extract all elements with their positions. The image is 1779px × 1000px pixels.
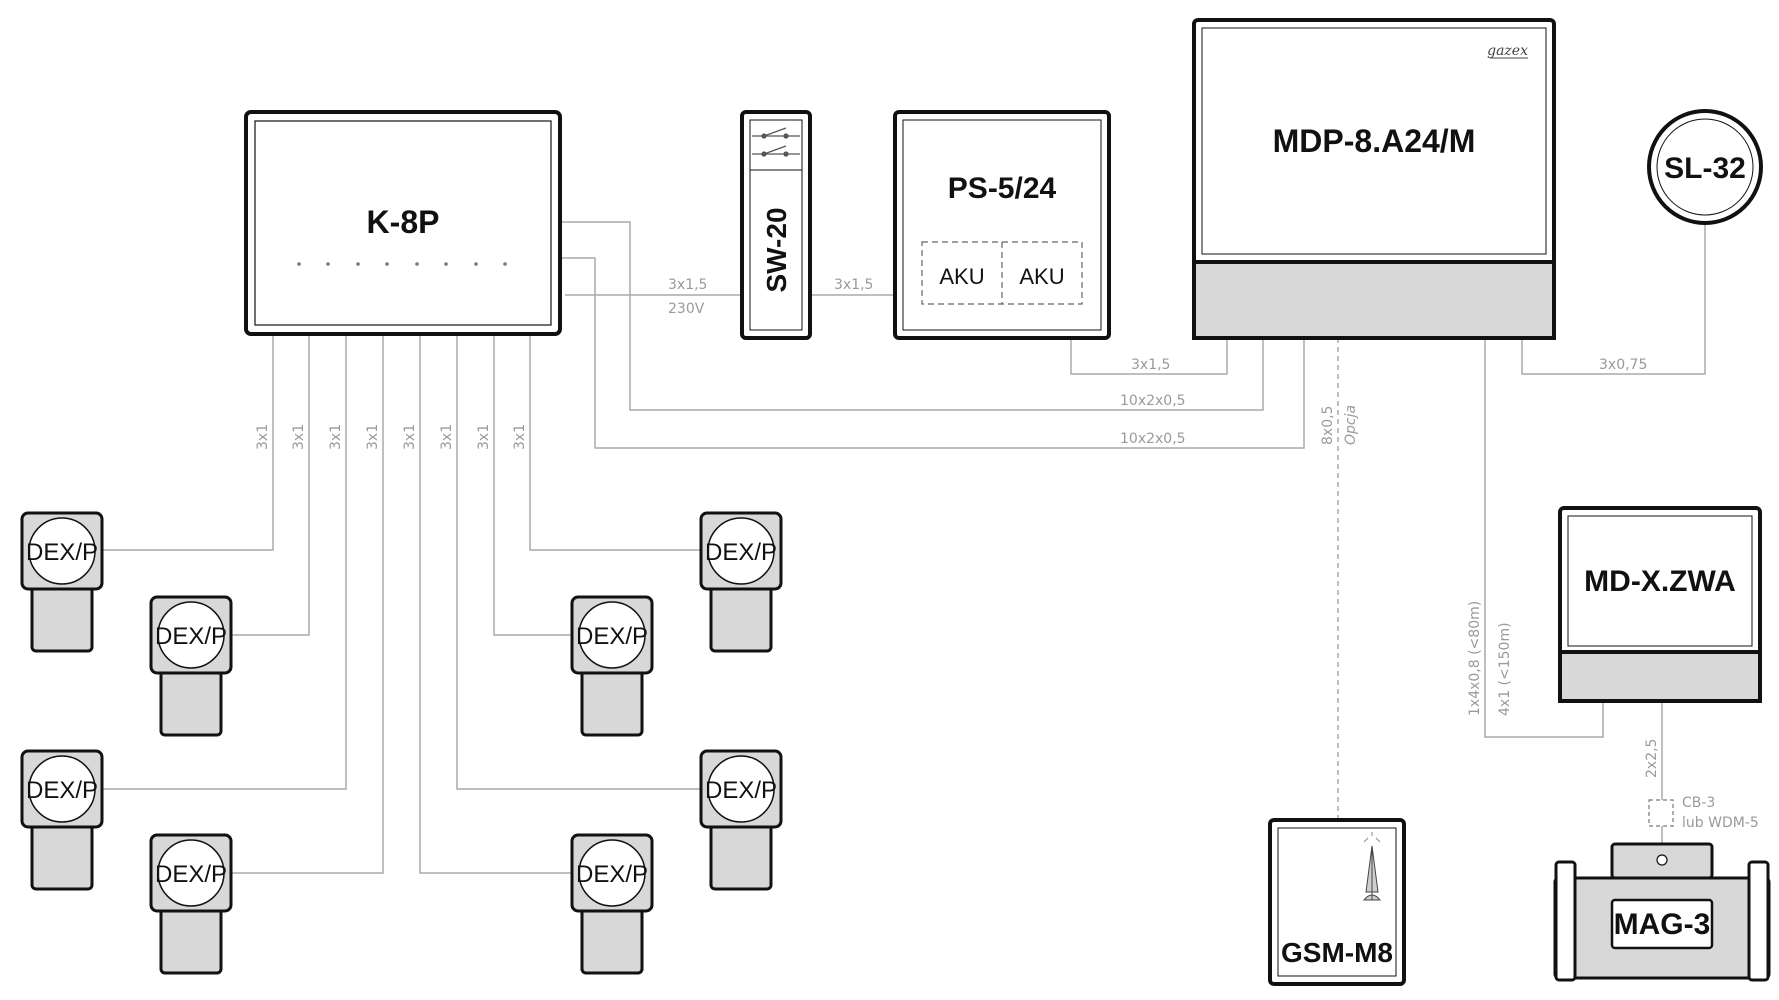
cable-label-mdx-2: 4x1 (<150m) xyxy=(1497,622,1513,716)
cable-label-k8p-mdp-1: 10x2x0,5 xyxy=(1120,393,1186,409)
dex-label: DEX/P xyxy=(705,539,777,566)
dex-label: DEX/P xyxy=(155,861,227,888)
device-k8p[interactable]: K-8P xyxy=(244,110,562,336)
dex-sensor-7[interactable]: DEX/P xyxy=(570,595,654,737)
dex-sensor-6[interactable]: DEX/P xyxy=(699,749,783,891)
wire-ps-mdp xyxy=(1070,338,1228,375)
wire-k8p-mdp-1 xyxy=(560,221,1264,411)
brand-logo: gazex xyxy=(1487,43,1528,59)
wire-dex-8 xyxy=(529,334,705,551)
cable-label-gsm-option: Opcja xyxy=(1343,405,1359,445)
mag3-title: MAG-3 xyxy=(1614,908,1711,941)
dex-label: DEX/P xyxy=(26,777,98,804)
device-gsm[interactable]: GSM-M8 xyxy=(1268,818,1406,986)
cable-label-mag: 2x2,5 xyxy=(1644,739,1660,778)
dex-label: DEX/P xyxy=(576,861,648,888)
cb3-label: CB-3 xyxy=(1682,795,1715,811)
dex-sensor-5[interactable]: DEX/P xyxy=(570,833,654,975)
wire-k8p-mdp-2 xyxy=(560,257,1305,449)
wire-dex-6 xyxy=(456,334,705,790)
dex-label: DEX/P xyxy=(155,623,227,650)
cable-label-dex-5: 3x1 xyxy=(402,424,418,450)
wire-mdp-sl32 xyxy=(1521,222,1706,375)
cable-label-k8p-sw20-top: 3x1,5 xyxy=(668,277,707,293)
cable-label-mdp-sl32: 3x0,75 xyxy=(1599,357,1647,373)
k8p-title: K-8P xyxy=(367,204,440,240)
aku-right: AKU xyxy=(1019,264,1064,289)
dex-label: DEX/P xyxy=(576,623,648,650)
cable-label-dex-8: 3x1 xyxy=(512,424,528,450)
wire-dex-7 xyxy=(493,334,575,636)
cable-labels: 3x1,5 230V 3x1,5 3x1,5 10x2x0,5 10x2x0,5… xyxy=(255,277,1660,778)
dex-sensor-4[interactable]: DEX/P xyxy=(149,833,233,975)
dex-label: DEX/P xyxy=(26,539,98,566)
cable-label-mdx-1: 1x4x0,8 (<80m) xyxy=(1467,601,1483,716)
cable-label-k8p-mdp-2: 10x2x0,5 xyxy=(1120,431,1186,447)
cable-label-sw20-ps: 3x1,5 xyxy=(834,277,873,293)
device-sl32[interactable]: SL-32 xyxy=(1647,109,1763,225)
antenna-icon xyxy=(1362,832,1382,901)
wire-dex-2 xyxy=(232,334,310,636)
cb3-junction: CB-3 lub WDM-5 xyxy=(1648,795,1759,831)
device-sw20[interactable]: SW-20 xyxy=(740,110,812,340)
wire-dex-5 xyxy=(419,334,575,874)
device-mdp[interactable]: MDP-8.A24/M gazex xyxy=(1192,18,1556,340)
dex-sensor-8[interactable]: DEX/P xyxy=(699,511,783,653)
k8p-indicator-dots xyxy=(297,262,507,266)
cable-label-dex-1: 3x1 xyxy=(255,424,271,450)
dex-label: DEX/P xyxy=(705,777,777,804)
gsm-title: GSM-M8 xyxy=(1281,937,1393,968)
cable-label-dex-3: 3x1 xyxy=(328,424,344,450)
wire-dex-1 xyxy=(103,334,274,551)
wire-dex-4 xyxy=(232,334,384,874)
mdp-title: MDP-8.A24/M xyxy=(1273,123,1476,159)
cable-label-dex-2: 3x1 xyxy=(291,424,307,450)
cable-label-k8p-sw20-bottom: 230V xyxy=(668,301,705,317)
aku-left: AKU xyxy=(939,264,984,289)
device-mdx[interactable]: MD-X.ZWA xyxy=(1558,506,1762,703)
wdm5-label: lub WDM-5 xyxy=(1682,815,1759,831)
switch-icon xyxy=(752,127,800,157)
device-ps524[interactable]: PS-5/24 AKU AKU xyxy=(893,110,1111,340)
connection-lines xyxy=(103,221,1706,874)
cable-label-dex-4: 3x1 xyxy=(365,424,381,450)
cable-label-dex-7: 3x1 xyxy=(476,424,492,450)
sl32-title: SL-32 xyxy=(1664,152,1746,185)
sw20-title: SW-20 xyxy=(761,207,792,292)
mdx-title: MD-X.ZWA xyxy=(1584,565,1736,598)
dex-sensors: DEX/P DEX/P DEX/P DEX/P DEX/P xyxy=(20,511,783,975)
cable-label-ps-mdp: 3x1,5 xyxy=(1131,357,1170,373)
wire-mdp-mdx xyxy=(1484,338,1604,738)
wire-dex-3 xyxy=(103,334,347,790)
cable-label-dex-6: 3x1 xyxy=(439,424,455,450)
device-mag3[interactable]: MAG-3 xyxy=(1553,842,1771,982)
ps524-title: PS-5/24 xyxy=(948,172,1057,205)
dex-sensor-3[interactable]: DEX/P xyxy=(20,749,104,891)
cable-label-gsm: 8x0,5 xyxy=(1320,406,1336,445)
dex-sensor-2[interactable]: DEX/P xyxy=(149,595,233,737)
dex-sensor-1[interactable]: DEX/P xyxy=(20,511,104,653)
